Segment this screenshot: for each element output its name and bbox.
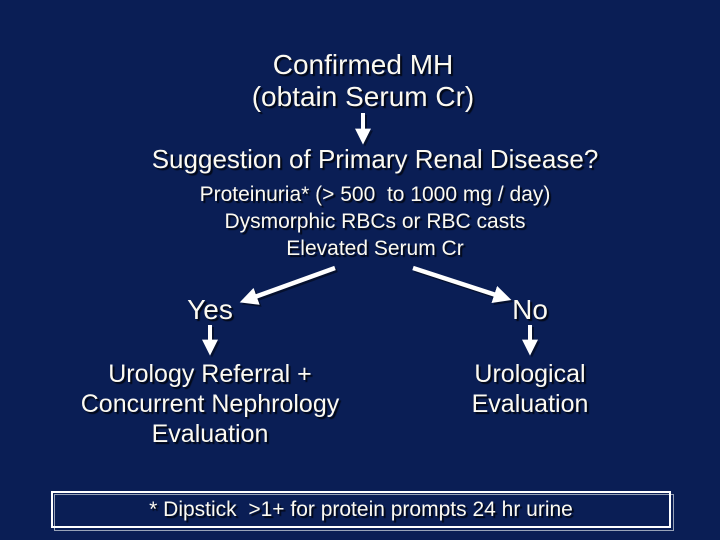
question-block: Suggestion of Primary Renal Disease? Pro… xyxy=(15,144,720,262)
footnote-box-shadow xyxy=(54,494,674,531)
branch-label-no: No xyxy=(512,294,548,325)
title-line-1: Confirmed MH xyxy=(272,49,454,80)
outcome-yes-line-2: Concurrent Nephrology xyxy=(80,390,340,418)
question-heading: Suggestion of Primary Renal Disease? xyxy=(151,144,599,174)
arrow-branch-no-icon xyxy=(412,265,512,304)
outcome-yes-line-1: Urology Referral + xyxy=(108,360,312,388)
criteria-list: Proteinuria* (> 500 to 1000 mg / day) Dy… xyxy=(15,181,720,262)
footnote-text: * Dipstick >1+ for protein prompts 24 hr… xyxy=(149,497,573,521)
outcome-yes: Urology Referral + Concurrent Nephrology… xyxy=(35,359,385,449)
criteria-item-proteinuria: Proteinuria* (> 500 to 1000 mg / day) xyxy=(199,183,551,206)
outcome-no: Urological Evaluation xyxy=(430,359,630,419)
outcome-no-line-1: Urological xyxy=(474,360,586,388)
criteria-item-dysmorphic-rbcs: Dysmorphic RBCs or RBC casts xyxy=(224,210,526,233)
outcome-no-line-2: Evaluation xyxy=(471,390,589,418)
criteria-item-elevated-serum-cr: Elevated Serum Cr xyxy=(286,237,464,260)
title-line-2: (obtain Serum Cr) xyxy=(251,81,475,112)
branch-label-yes: Yes xyxy=(187,294,233,325)
footnote-box: * Dipstick >1+ for protein prompts 24 hr… xyxy=(51,491,674,531)
outcome-yes-line-3: Evaluation xyxy=(151,420,269,448)
slide-title: Confirmed MH (obtain Serum Cr) xyxy=(3,49,720,113)
